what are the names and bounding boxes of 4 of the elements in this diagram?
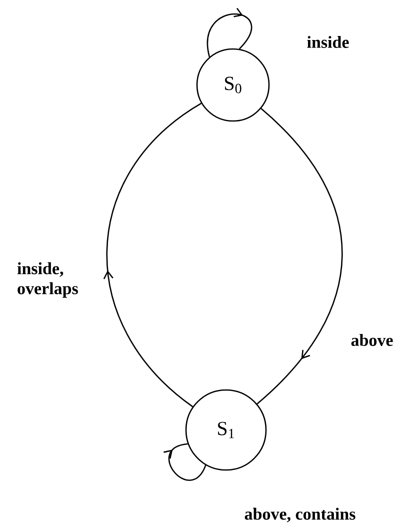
edge-label: above [351, 334, 393, 346]
edge-label: inside [307, 36, 349, 48]
edge-label: inside, overlaps [17, 262, 78, 298]
edge-label: above, contains [244, 508, 356, 522]
